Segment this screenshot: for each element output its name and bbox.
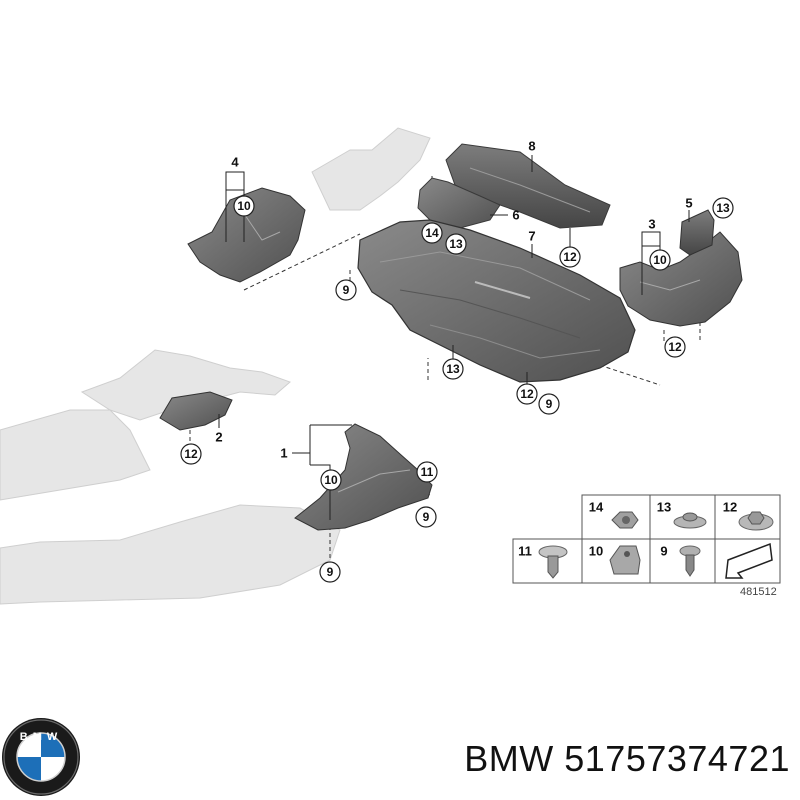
part-label-7: 7 bbox=[528, 229, 536, 258]
part-label-7-text: 7 bbox=[528, 229, 535, 244]
legend-cell-12: 12 bbox=[723, 500, 774, 531]
callout-12-part3: 12 bbox=[664, 336, 686, 358]
svg-text:14: 14 bbox=[589, 500, 604, 515]
legend-cell-11: 11 bbox=[518, 544, 568, 579]
part-label-2-text: 2 bbox=[215, 430, 222, 445]
callout-11: 11 bbox=[416, 461, 438, 483]
svg-text:12: 12 bbox=[520, 387, 534, 401]
svg-text:9: 9 bbox=[343, 283, 350, 297]
part-7-shape bbox=[357, 219, 636, 383]
svg-text:13: 13 bbox=[657, 500, 671, 515]
callout-13-lower: 13 bbox=[442, 345, 464, 380]
svg-text:13: 13 bbox=[449, 237, 463, 251]
part-label-1-text: 1 bbox=[280, 446, 287, 461]
flange-nut-icon bbox=[673, 512, 707, 529]
legend-cell-9: 9 bbox=[660, 544, 701, 577]
hex-nut-icon bbox=[611, 511, 639, 529]
part-label-8-text: 8 bbox=[528, 139, 535, 154]
svg-text:10: 10 bbox=[237, 199, 251, 213]
svg-text:9: 9 bbox=[546, 397, 553, 411]
expanding-rivet-icon bbox=[538, 545, 568, 579]
svg-text:9: 9 bbox=[660, 544, 667, 559]
reference-number: 481512 bbox=[740, 586, 777, 598]
part-label-6-text: 6 bbox=[512, 208, 519, 223]
collar-nut-icon bbox=[738, 511, 774, 531]
svg-text:9: 9 bbox=[423, 510, 430, 524]
part-label-5: 5 bbox=[685, 196, 693, 222]
callout-9-lower: 9 bbox=[538, 393, 560, 415]
svg-text:12: 12 bbox=[668, 340, 682, 354]
part-number-caption: BMW 51757374721 bbox=[464, 738, 790, 779]
callout-10-part1: 10 bbox=[320, 469, 342, 491]
background-ghost-parts bbox=[0, 127, 431, 605]
direction-arrow-icon bbox=[725, 542, 773, 579]
legend-cell-10: 10 bbox=[589, 544, 641, 575]
callout-12-lower: 12 bbox=[516, 372, 538, 405]
svg-text:12: 12 bbox=[723, 500, 737, 515]
part-6-shape bbox=[417, 177, 501, 229]
svg-text:10: 10 bbox=[589, 544, 603, 559]
callouts: 10 14 13 9 12 13 10 12 bbox=[180, 195, 734, 583]
part-2-shape bbox=[159, 391, 233, 431]
screw-icon bbox=[679, 545, 701, 577]
svg-text:14: 14 bbox=[425, 226, 439, 240]
part-4-shape bbox=[187, 187, 306, 283]
callout-12-part2: 12 bbox=[180, 443, 202, 465]
legend-cell-13: 13 bbox=[657, 500, 707, 529]
svg-text:12: 12 bbox=[184, 447, 198, 461]
part-labels: 4 8 6 7 5 3 2 1 bbox=[215, 139, 693, 520]
bmw-logo: BMW bbox=[2, 718, 80, 796]
callout-13-upper: 13 bbox=[445, 233, 467, 255]
svg-text:12: 12 bbox=[563, 250, 577, 264]
callout-12-part8: 12 bbox=[559, 228, 581, 268]
svg-text:11: 11 bbox=[518, 544, 532, 559]
callout-9-upper: 9 bbox=[335, 279, 357, 301]
svg-text:11: 11 bbox=[421, 465, 434, 479]
callout-10-left: 10 bbox=[233, 195, 255, 217]
fastener-legend: 14 13 12 11 bbox=[512, 494, 781, 598]
callout-14: 14 bbox=[421, 222, 443, 244]
part-label-2: 2 bbox=[215, 414, 223, 445]
part-label-8: 8 bbox=[528, 139, 536, 172]
svg-text:13: 13 bbox=[716, 201, 730, 215]
svg-text:10: 10 bbox=[653, 253, 667, 267]
svg-text:BMW: BMW bbox=[20, 731, 63, 743]
svg-text:10: 10 bbox=[324, 473, 338, 487]
part-label-3-text: 3 bbox=[648, 217, 655, 232]
callout-9-part1: 9 bbox=[415, 506, 437, 528]
part-label-6: 6 bbox=[490, 208, 520, 223]
callout-9-bottom: 9 bbox=[319, 561, 341, 583]
part-label-4-text: 4 bbox=[231, 155, 239, 170]
callout-10-right: 10 bbox=[649, 249, 671, 271]
svg-text:9: 9 bbox=[327, 565, 334, 579]
part-1-shape bbox=[294, 423, 433, 531]
svg-text:13: 13 bbox=[446, 362, 460, 376]
part-label-1: 1 bbox=[280, 424, 352, 520]
callout-13-part5: 13 bbox=[712, 197, 734, 219]
clip-nut-icon bbox=[609, 545, 641, 575]
legend-cell-14: 14 bbox=[589, 500, 639, 529]
part-label-5-text: 5 bbox=[685, 196, 692, 211]
